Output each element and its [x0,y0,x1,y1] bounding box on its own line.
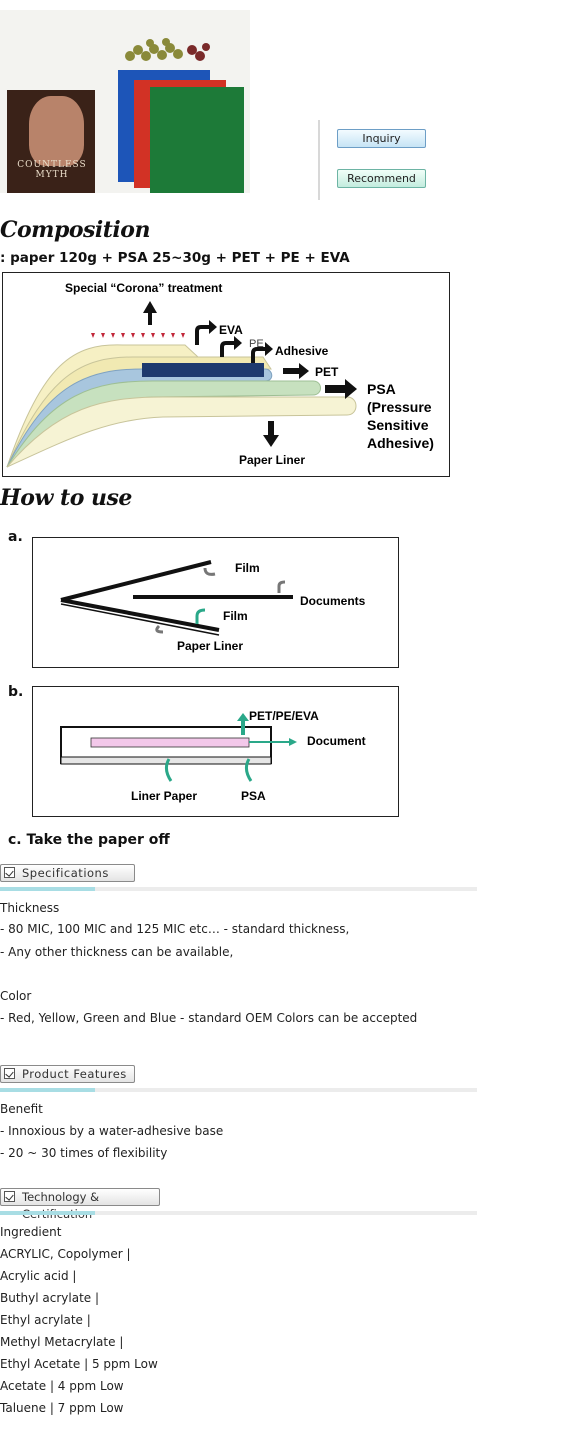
ingredient-item: Acrylic acid | [0,1269,77,1283]
thickness-title: Thickness [0,901,60,915]
liner-paper-arrow-icon [164,758,173,782]
composition-formula: : paper 120g + PSA 25~30g + PET + PE + E… [0,250,350,266]
documents-arrow-icon [277,580,286,593]
product-photo: COUNTLESS MYTH [0,10,250,193]
document-label: Document [307,734,366,748]
how-to-use-heading: How to use [0,485,132,511]
checkbox-icon [4,867,15,878]
specifications-rule-accent [0,887,95,891]
up-arrow-icon [143,301,157,325]
specifications-tab: Specifications [0,864,135,882]
document-arrow-icon [289,738,297,746]
paper-liner-layer [6,396,357,468]
recommend-button[interactable]: Recommend [337,169,426,188]
film-bottom-arrow-icon [195,608,206,624]
composition-heading: Composition [0,217,150,243]
ingredient-item: Taluene | 7 ppm Low [0,1401,124,1415]
magazine-title: COUNTLESS MYTH [17,160,87,180]
corona-label: Special “Corona” treatment [65,281,222,295]
benefit-line-2: - 20 ~ 30 times of flexibility [0,1146,168,1160]
psa-label-line-4: Adhesive) [367,435,434,451]
liner-line [60,603,220,636]
checkbox-icon [4,1191,15,1202]
ingredient-item: ACRYLIC, Copolymer | [0,1247,131,1261]
pet-pe-eva-label: PET/PE/EVA [249,709,319,723]
liner-arrow-icon [155,624,164,634]
film-top-line [60,560,212,602]
benefit-title: Benefit [0,1102,43,1116]
pet-arrow-icon [283,363,309,379]
magazine-cover-face [29,96,84,166]
inquiry-button[interactable]: Inquiry [337,129,426,148]
film-bottom-line [60,598,220,632]
color-line-1: - Red, Yellow, Green and Blue - standard… [0,1011,418,1025]
technology-certification-tab-label: Technology & Certification [22,1190,100,1221]
liner-paper-label: Liner Paper [131,789,197,803]
product-features-tab: Product Features [0,1065,135,1083]
step-b-label: b. [8,684,24,700]
thickness-line-1: - 80 MIC, 100 MIC and 125 MIC etc… - sta… [0,922,350,936]
step-a-diagram-svg: Film Documents Film Paper Liner [60,560,366,653]
psa-arrow-b-icon [244,758,253,782]
documents-label: Documents [300,594,366,608]
color-title: Color [0,989,32,1003]
ingredient-item: Methyl Metacrylate | [0,1335,124,1349]
pet-pe-eva-arrow-icon [237,713,249,735]
adhesive-arrow-icon [251,342,273,363]
specifications-rule [0,887,477,891]
pet-film-bar [142,363,264,377]
psa-label-line-2: (Pressure [367,399,432,415]
product-features-tab-label: Product Features [22,1067,127,1081]
film-sheet-green [150,87,244,193]
ingredient-item: Acetate | 4 ppm Low [0,1379,124,1393]
psa-label-line-3: Sensitive [367,417,429,433]
film-top-arrow-icon [203,567,216,576]
ingredient-item: Ethyl acrylate | [0,1313,91,1327]
step-a-diagram: Film Documents Film Paper Liner [32,537,399,668]
specifications-tab-label: Specifications [22,866,109,880]
grapes-decoration [125,38,210,61]
pet-label: PET [315,365,339,379]
vertical-divider [318,120,320,200]
magazine-cover: COUNTLESS MYTH [7,90,95,193]
composition-diagram-svg: Special “Corona” treatment EVA PE Adhesi… [6,281,434,468]
film-bottom-label: Film [223,609,248,623]
eva-label: EVA [219,323,243,337]
pe-arrow-icon [220,336,242,357]
document-insert [90,737,250,748]
corona-markers [91,333,185,338]
features-rule-accent [0,1088,95,1092]
technology-rule-accent [0,1211,95,1215]
features-rule [0,1088,477,1092]
film-top-label: Film [235,561,260,575]
checkbox-icon [4,1068,15,1079]
technology-certification-tab: Technology & Certification [0,1188,160,1221]
step-b-diagram: PET/PE/EVA Document Liner Paper PSA [32,686,399,817]
ingredient-item: Ethyl Acetate | 5 ppm Low [0,1357,158,1371]
benefit-line-1: - Innoxious by a water-adhesive base [0,1124,224,1138]
ingredient-title: Ingredient [0,1225,62,1239]
technology-rule [0,1211,477,1215]
adhesive-label: Adhesive [275,344,329,358]
psa-label-line-1: PSA [367,381,396,397]
thickness-line-2: - Any other thickness can be available, [0,945,234,959]
step-c-label: c. Take the paper off [8,832,170,848]
step-b-diagram-svg: PET/PE/EVA Document Liner Paper PSA [60,709,366,803]
paper-liner-label-a: Paper Liner [177,639,243,653]
psa-arrow-icon [325,379,357,399]
psa-label-b: PSA [241,789,266,803]
step-a-label: a. [8,529,23,545]
composition-diagram: Special “Corona” treatment EVA PE Adhesi… [2,272,450,477]
eva-arrow-icon [195,320,217,345]
down-arrow-icon [263,421,279,447]
paper-liner-label: Paper Liner [239,453,305,467]
ingredient-item: Buthyl acrylate | [0,1291,100,1305]
